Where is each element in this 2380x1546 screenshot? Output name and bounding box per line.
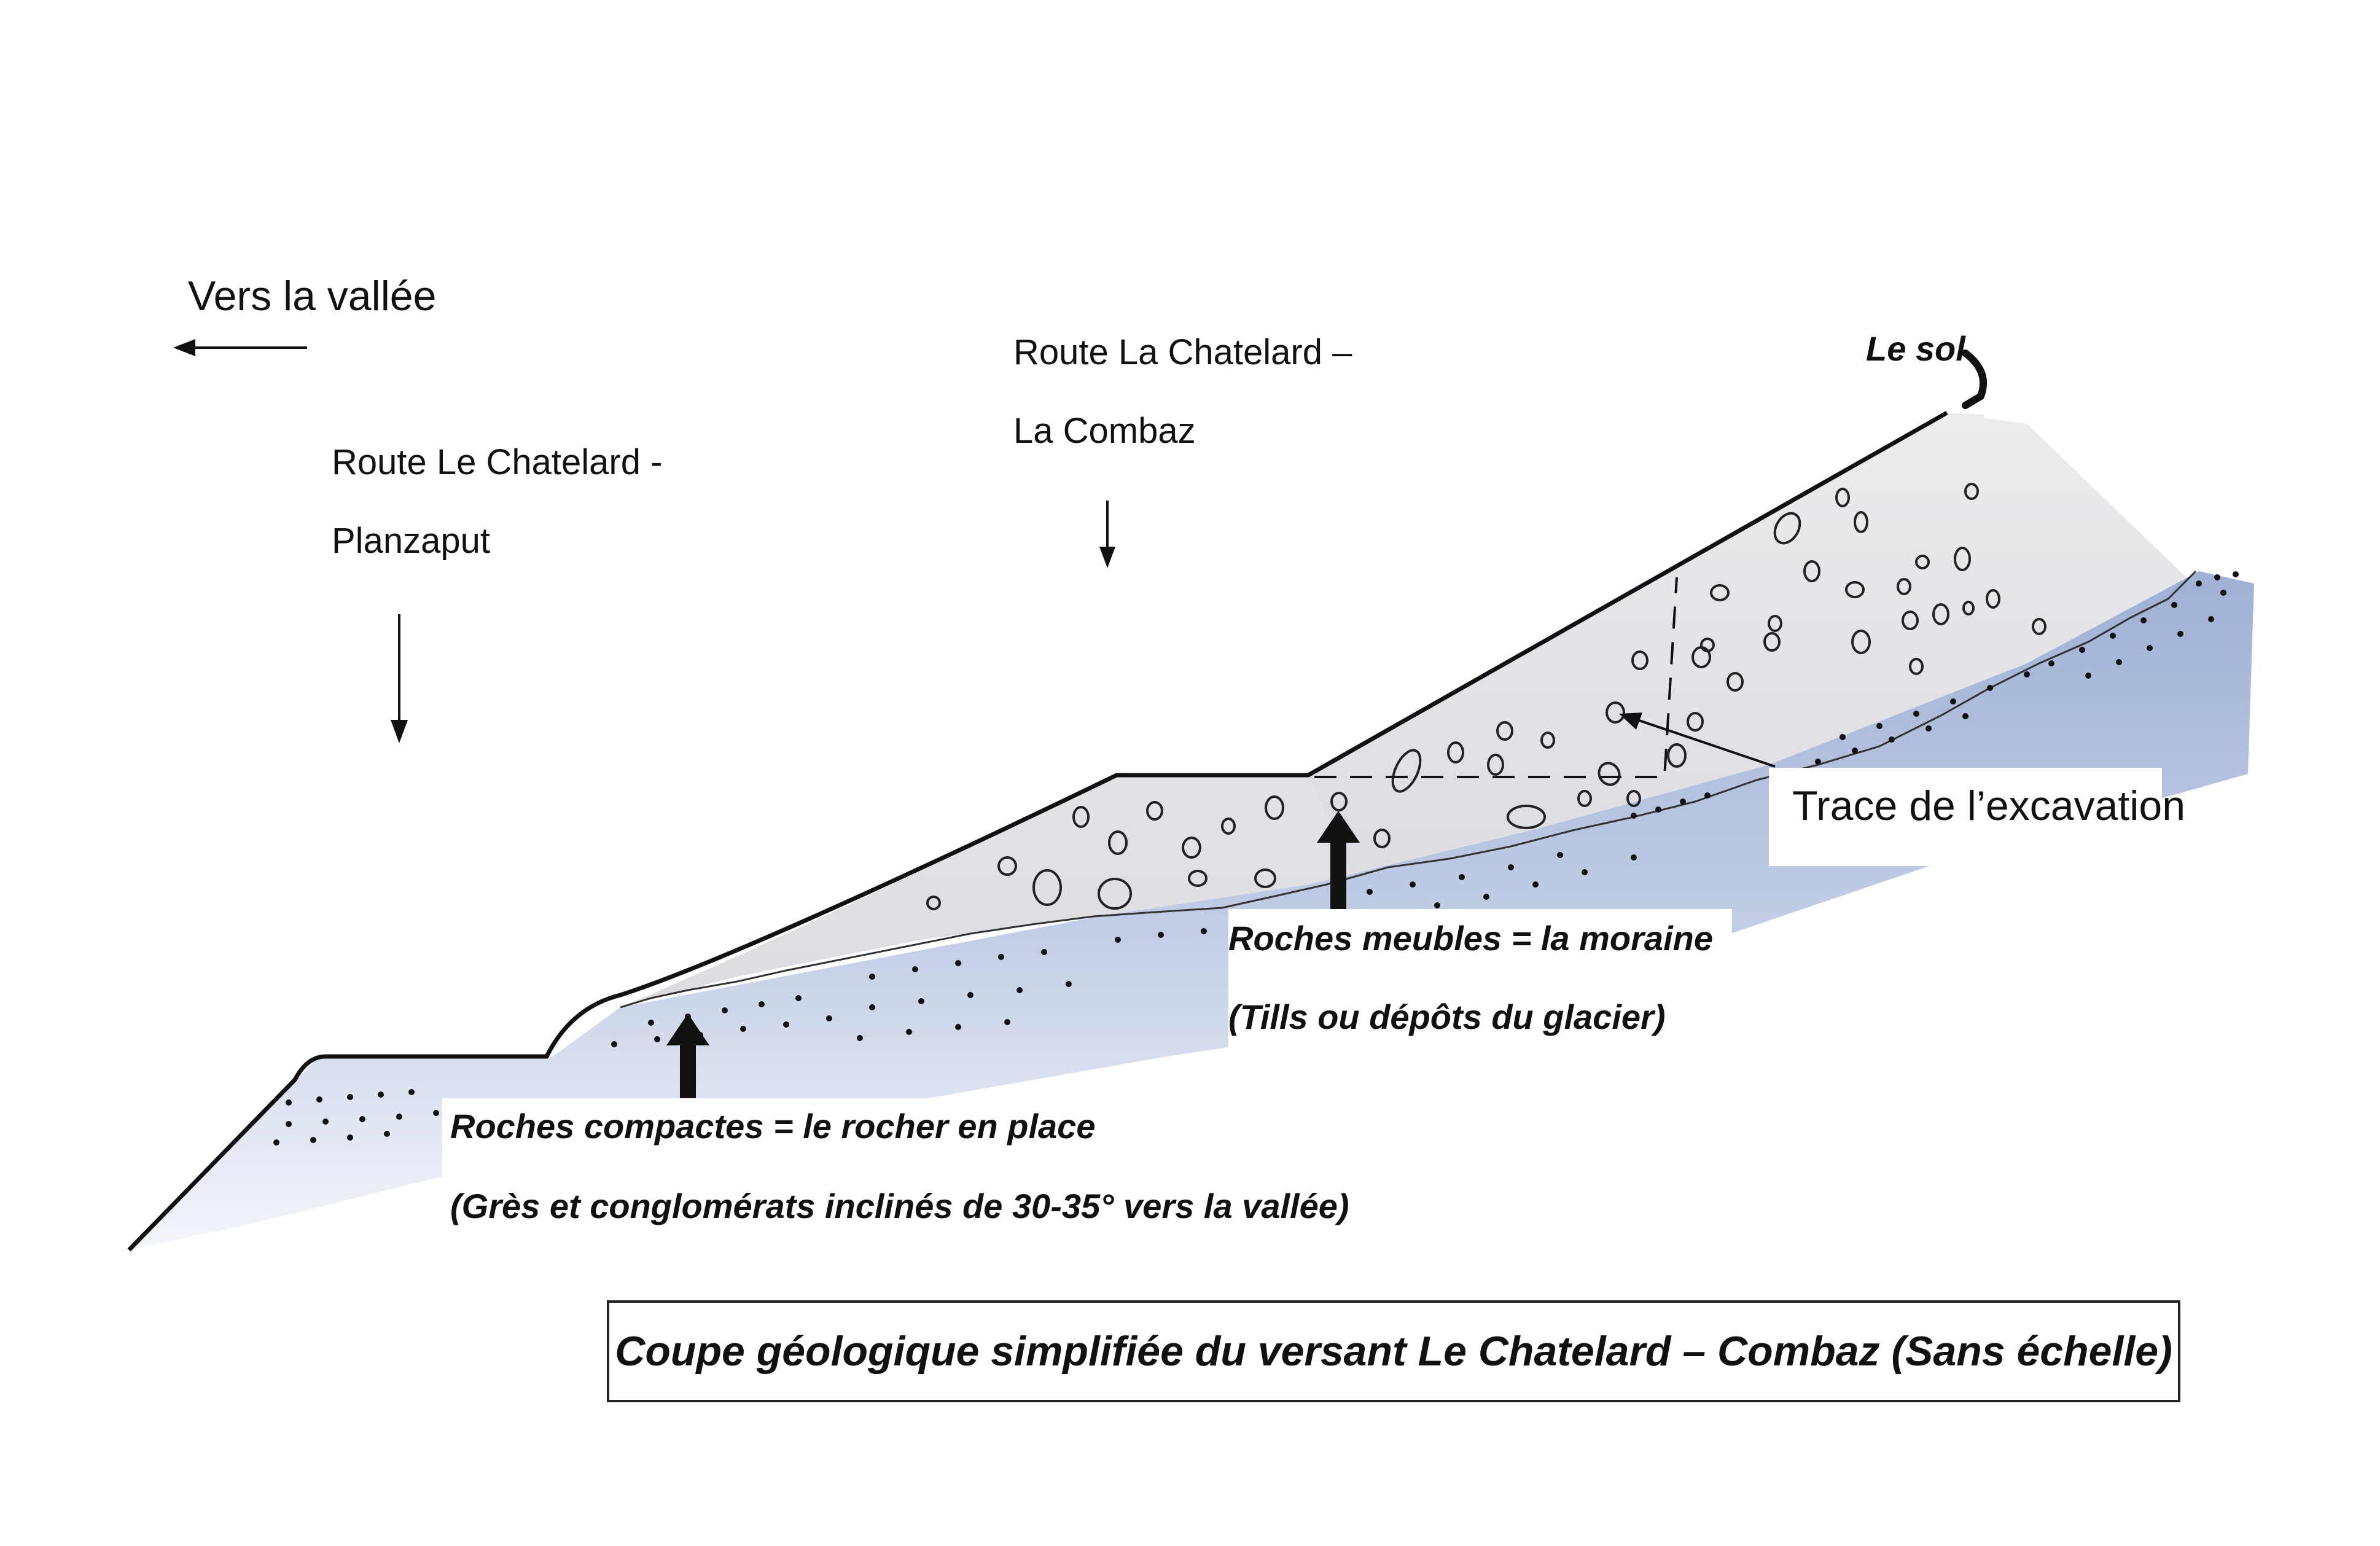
valley-direction-label: Vers la vallée	[188, 273, 437, 319]
soil-bracket	[1962, 349, 1988, 409]
road-combaz-arrow	[1099, 501, 1115, 568]
bedrock-label-line1: Roches compactes = le rocher en place	[450, 1107, 1096, 1146]
caption-box: Coupe géologique simplifiée du versant L…	[607, 1300, 2180, 1402]
moraine-bedrock-contact	[620, 570, 2197, 1009]
bedrock-label-line2: (Grès et conglomérats inclinés de 30-35°…	[450, 1187, 1349, 1225]
valley-direction-arrow	[173, 339, 307, 356]
excavation-pointer-arrow	[1619, 712, 1776, 768]
moraine-layer	[620, 413, 1984, 1007]
excavation-trace	[1314, 577, 1678, 778]
road-planzaput-arrow	[391, 614, 408, 743]
excavation-label: Trace de l’excavation	[1792, 783, 2186, 829]
road-planzaput-label-line2: Planzaput	[332, 521, 490, 561]
moraine-label-line1: Roches meubles = la moraine	[1228, 919, 1713, 958]
excavation-label-background	[1769, 768, 2162, 866]
moraine-clasts	[926, 483, 2046, 910]
moraine-label-background	[1228, 909, 1732, 1069]
road-combaz-label-line2: La Combaz	[1013, 411, 1196, 451]
moraine-pointer-arrow	[1317, 811, 1360, 915]
soil-label: Le sol	[1866, 329, 1965, 368]
moraine-label-line2: (Tills ou dépôts du glacier)	[1228, 997, 1666, 1036]
moraine-upper-fill	[1308, 413, 2187, 872]
road-combaz-label-line1: Route La Chatelard –	[1013, 332, 1352, 372]
bedrock-label-background	[442, 1098, 1339, 1258]
road-planzaput-label-line1: Route Le Chatelard -	[332, 442, 663, 482]
ground-surface-profile	[127, 410, 1948, 1252]
figure-caption: Coupe géologique simplifiée du versant L…	[615, 1328, 2172, 1375]
